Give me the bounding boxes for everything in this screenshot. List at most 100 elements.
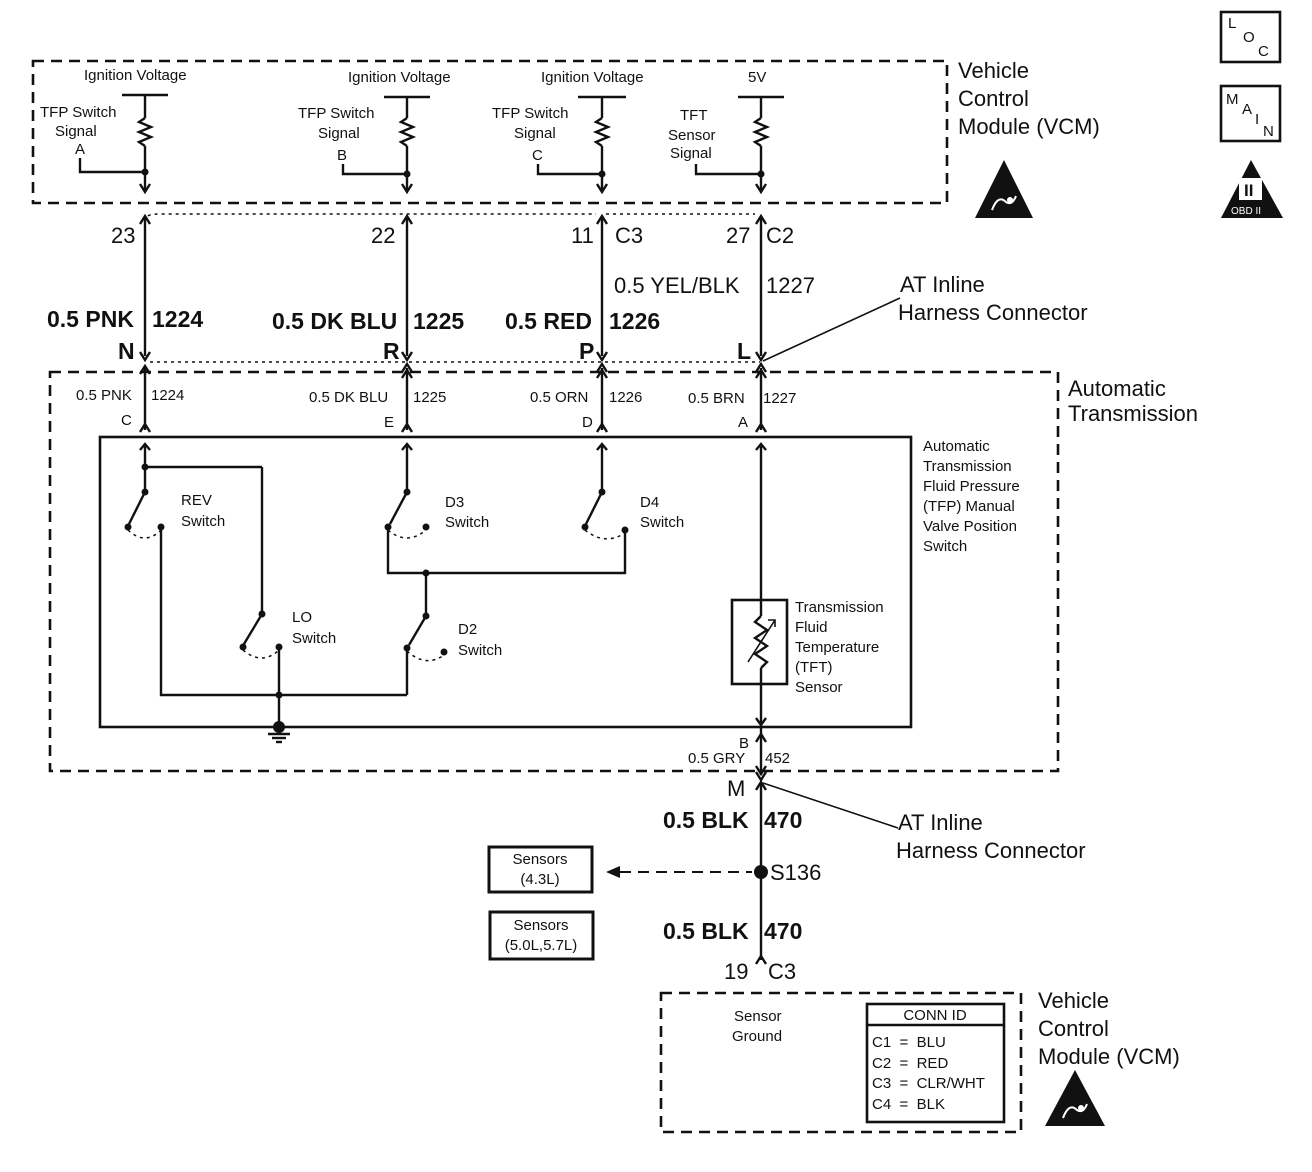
svg-text:Control: Control bbox=[1038, 1016, 1109, 1041]
sensors-link[interactable] bbox=[606, 866, 752, 878]
sensors-4-3l-box[interactable]: Sensors (4.3L) bbox=[487, 845, 594, 894]
svg-text:TFP Switch: TFP Switch bbox=[40, 104, 116, 121]
wire-1225[interactable] bbox=[400, 213, 414, 363]
trans-pin-a: A bbox=[738, 414, 748, 431]
svg-text:AT Inline: AT Inline bbox=[898, 810, 983, 835]
svg-text:OBD II: OBD II bbox=[1231, 206, 1261, 217]
inline-pin-l: L bbox=[737, 338, 751, 364]
svg-text:TFP Switch: TFP Switch bbox=[492, 105, 568, 122]
svg-text:L: L bbox=[1228, 15, 1236, 32]
svg-text:Switch: Switch bbox=[181, 513, 225, 530]
vcm-connector-body bbox=[147, 213, 755, 217]
svg-text:Switch: Switch bbox=[292, 630, 336, 647]
svg-text:C3 = CLR/WHT: C3 = CLR/WHT bbox=[872, 1075, 985, 1092]
trans-wire-circuit-1227: 1227 bbox=[763, 390, 796, 407]
svg-text:Signal: Signal bbox=[55, 123, 97, 140]
ground-wire-color-452: 0.5 GRY bbox=[688, 750, 745, 767]
wire-1224[interactable] bbox=[138, 213, 152, 363]
svg-text:Fluid: Fluid bbox=[795, 619, 828, 636]
svg-text:Switch: Switch bbox=[445, 514, 489, 531]
obd-ii-icon[interactable]: II OBD II bbox=[1221, 160, 1283, 218]
svg-text:Valve Position: Valve Position bbox=[923, 518, 1017, 535]
wire-circuit-1227: 1227 bbox=[766, 273, 815, 298]
svg-text:Harness Connector: Harness Connector bbox=[896, 838, 1086, 863]
main-icon[interactable]: M A I N bbox=[1219, 84, 1282, 143]
svg-text:A: A bbox=[75, 141, 85, 158]
vcm-pin-22: 22 bbox=[371, 223, 395, 248]
svg-text:Sensor: Sensor bbox=[668, 127, 716, 144]
svg-text:TFT: TFT bbox=[680, 107, 708, 124]
svg-text:Fluid Pressure: Fluid Pressure bbox=[923, 478, 1020, 495]
rev-switch: REV Switch bbox=[124, 488, 225, 539]
wire-1226[interactable] bbox=[595, 213, 609, 363]
d3-switch: D3 Switch bbox=[384, 488, 489, 539]
ground-wire-color-upper: 0.5 BLK bbox=[663, 807, 749, 833]
sensor-ground-label: Sensor Ground bbox=[732, 1008, 782, 1045]
vcm-circuit-b: Ignition Voltage TFP Switch Signal B bbox=[298, 69, 451, 195]
svg-text:Switch: Switch bbox=[923, 538, 967, 555]
tft-sensor: Transmission Fluid Temperature (TFT) Sen… bbox=[730, 442, 884, 728]
trans-wire-color-1225: 0.5 DK BLU bbox=[309, 389, 388, 406]
svg-text:Harness Connector: Harness Connector bbox=[898, 300, 1088, 325]
lo-switch: LO Switch bbox=[239, 609, 336, 659]
vcm-pin-11: 11 bbox=[571, 223, 594, 248]
esd-icon bbox=[975, 160, 1033, 218]
svg-text:Vehicle: Vehicle bbox=[958, 58, 1029, 83]
svg-text:N: N bbox=[1263, 123, 1274, 140]
transmission-title: Automatic Transmission bbox=[1068, 376, 1198, 426]
switch-network bbox=[139, 442, 627, 728]
svg-text:Sensor: Sensor bbox=[734, 1008, 782, 1025]
transmission-boundary bbox=[48, 370, 1060, 773]
wire-color-1224: 0.5 PNK bbox=[47, 306, 134, 332]
ground-wire-452[interactable] bbox=[754, 728, 768, 783]
wire-1227[interactable] bbox=[754, 213, 768, 363]
svg-text:Automatic: Automatic bbox=[923, 438, 990, 455]
vcm-top-boundary bbox=[31, 59, 949, 205]
vcm-pin-23: 23 bbox=[111, 223, 135, 248]
inline-connector-leader bbox=[762, 297, 901, 362]
svg-text:A: A bbox=[1242, 101, 1252, 118]
vcm-circuit-tft: 5V TFT Sensor Signal bbox=[668, 69, 784, 195]
svg-text:Signal: Signal bbox=[670, 145, 712, 162]
wire-circuit-1224: 1224 bbox=[152, 306, 203, 332]
sensors-5-0l-box[interactable]: Sensors (5.0L,5.7L) bbox=[488, 910, 595, 961]
svg-text:(TFP) Manual: (TFP) Manual bbox=[923, 498, 1015, 515]
svg-text:C: C bbox=[532, 147, 543, 164]
vcm-bottom-boundary bbox=[659, 991, 1023, 1134]
vcm-circuit-a: Ignition Voltage TFP Switch Signal A bbox=[40, 67, 187, 195]
svg-text:Transmission: Transmission bbox=[923, 458, 1012, 475]
svg-text:Vehicle: Vehicle bbox=[1038, 988, 1109, 1013]
conn-id-table: CONN ID C1 = BLU C2 = RED C3 = CLR/WHT C… bbox=[865, 1002, 1006, 1124]
trans-wire-circuit-1226: 1226 bbox=[609, 389, 642, 406]
svg-text:C: C bbox=[1258, 43, 1269, 60]
svg-text:Module (VCM): Module (VCM) bbox=[1038, 1044, 1180, 1069]
svg-text:Module (VCM): Module (VCM) bbox=[958, 114, 1100, 139]
splice-s136: S136 bbox=[754, 860, 821, 885]
vcm-conn-c3: C3 bbox=[615, 223, 643, 248]
svg-text:B: B bbox=[337, 147, 347, 164]
loc-icon[interactable]: L O C bbox=[1219, 10, 1282, 64]
svg-text:AT Inline: AT Inline bbox=[900, 272, 985, 297]
svg-text:Ground: Ground bbox=[732, 1028, 782, 1045]
wire-circuit-1225: 1225 bbox=[413, 308, 464, 334]
svg-text:Ignition Voltage: Ignition Voltage bbox=[541, 69, 644, 86]
trans-pin-d: D bbox=[582, 414, 593, 431]
wire-color-1226: 0.5 RED bbox=[505, 308, 592, 334]
ground-inline-leader bbox=[762, 782, 899, 829]
svg-text:Sensors: Sensors bbox=[513, 917, 568, 934]
svg-text:Ignition Voltage: Ignition Voltage bbox=[84, 67, 187, 84]
svg-text:II: II bbox=[1244, 181, 1253, 200]
svg-text:I: I bbox=[1255, 111, 1259, 128]
trans-connector-pins bbox=[138, 361, 768, 379]
svg-text:Sensors: Sensors bbox=[512, 851, 567, 868]
svg-text:Switch: Switch bbox=[458, 642, 502, 659]
svg-text:REV: REV bbox=[181, 492, 212, 509]
inline-pin-n: N bbox=[118, 338, 135, 364]
ground-wire-circuit-452: 452 bbox=[765, 750, 790, 767]
svg-text:(4.3L): (4.3L) bbox=[520, 871, 559, 888]
d2-switch: D2 Switch bbox=[403, 612, 502, 662]
inline-pin-r: R bbox=[383, 338, 400, 364]
svg-text:C4 = BLK: C4 = BLK bbox=[872, 1096, 945, 1113]
inline-connector-label: AT Inline Harness Connector bbox=[898, 272, 1088, 325]
